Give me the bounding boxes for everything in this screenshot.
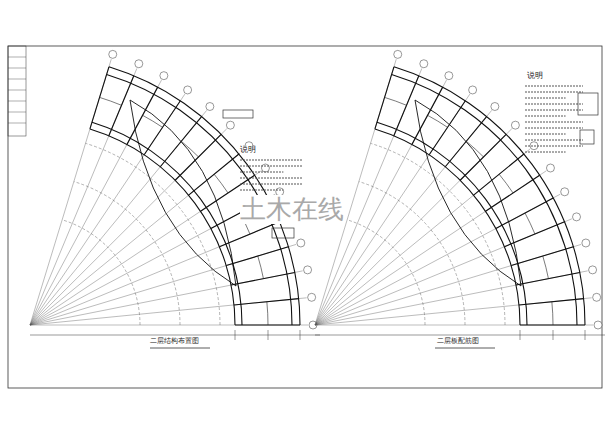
drawing-frame [8, 46, 602, 388]
notes-heading: 说明 [527, 72, 543, 81]
fan-floor-plan [315, 50, 605, 348]
watermark: 土木在线 [240, 195, 344, 224]
notes-heading: 说明 [240, 146, 256, 155]
drawing-title: 二层板配筋图 [437, 338, 479, 346]
drawing-title: 二层结构布置图 [150, 338, 199, 346]
title-block [8, 46, 26, 136]
